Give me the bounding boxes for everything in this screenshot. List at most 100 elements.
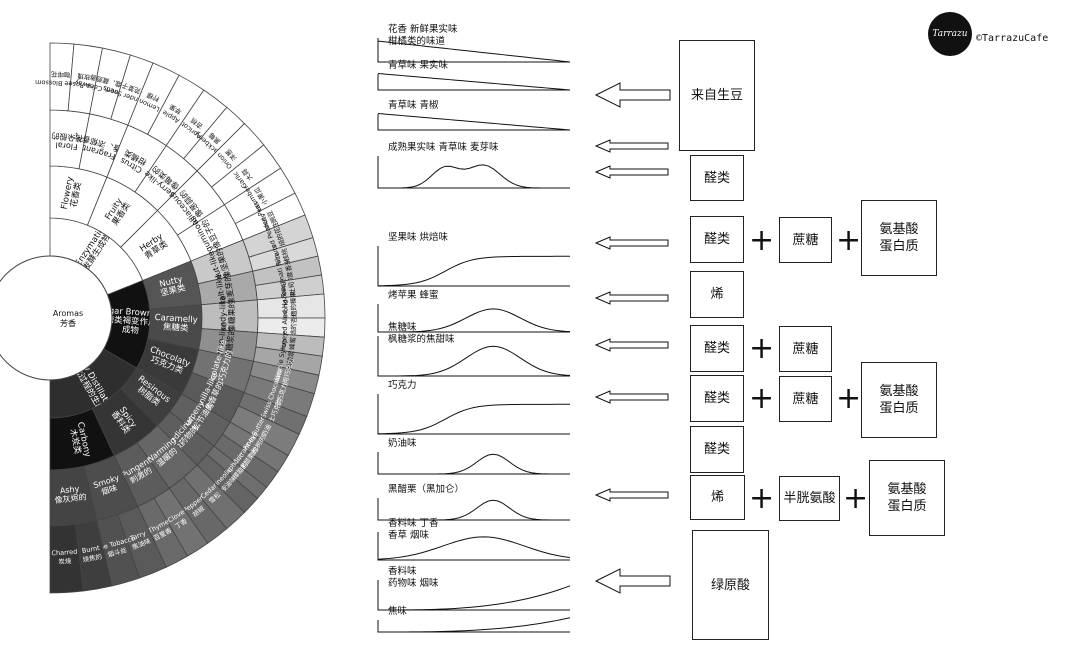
row-label: 青草味 果实味 <box>388 60 449 71</box>
aroma-curve <box>377 617 571 633</box>
amino-protein-box-3: 氨基酸 蛋白质 <box>869 460 945 536</box>
aroma-curve <box>378 499 571 521</box>
sucrose-label: 蔗糖 <box>792 232 819 248</box>
row-axis <box>377 336 570 377</box>
outer-ring-label: Ashy像灰烬的 <box>53 484 87 506</box>
plus-sign: + <box>843 481 869 516</box>
middle-ring-label: Caramelly焦糖类 <box>154 313 198 335</box>
amino-protein-box-1: 氨基酸 蛋白质 <box>861 200 937 276</box>
rim-ring-label: Burnt烧焦的 <box>81 544 104 564</box>
row-label: 巧克力 <box>388 380 417 391</box>
rim-ring-label: Coffee Blossom咖啡花 <box>35 69 86 88</box>
row-label: 香料味 丁香 香草 烟味 <box>388 518 439 541</box>
row-axis <box>377 498 570 521</box>
amino-protein-box-2: 氨基酸 蛋白质 <box>861 362 937 438</box>
arrow-left <box>594 568 671 594</box>
rim-ring-label: Roasted Hazelnut烘焙的榛果 <box>280 278 299 336</box>
rim-ring-label: Honey蜂蜜 <box>279 332 298 355</box>
row-axis <box>377 452 570 475</box>
aroma-curve <box>378 453 571 475</box>
plus-sign: + <box>836 223 862 258</box>
aldehyde-label: 醛类 <box>703 341 730 356</box>
arrow-left <box>594 139 669 153</box>
aroma-curve <box>377 40 571 63</box>
row-label: 烤苹果 蜂蜜 <box>388 290 439 301</box>
aroma-curve <box>377 308 571 333</box>
aroma-curve <box>377 403 571 435</box>
amino-protein-label: 氨基酸 蛋白质 <box>879 384 919 416</box>
arrow-left <box>594 338 669 352</box>
row-label: 焦味 <box>388 606 408 617</box>
chlorogenic-acid-box: 绿原酸 <box>692 530 769 640</box>
row-axis <box>377 246 570 287</box>
brand-handle: ©TarrazuCafe <box>976 33 1049 44</box>
rim-ring-segment <box>49 524 84 594</box>
alkene-box-2: 烯 <box>690 475 745 520</box>
alkene-label: 烯 <box>710 287 724 302</box>
arrow-left <box>594 82 671 108</box>
arrow-left <box>594 488 669 502</box>
row-label: 坚果味 烘焙味 <box>388 232 449 243</box>
row-label: 青草味 青椒 <box>388 100 439 111</box>
plus-sign: + <box>749 381 775 416</box>
plus-sign: + <box>749 481 775 516</box>
alkene-box-1: 烯 <box>690 271 744 318</box>
row-axis <box>377 38 570 63</box>
aldehyde-label: 醛类 <box>703 391 730 406</box>
aldehyde-box-4: 醛类 <box>690 375 744 422</box>
raw-bean-label: 来自生豆 <box>690 88 743 103</box>
rim-ring-label: Roasted Almond烘焙的杏仁 <box>280 300 299 354</box>
sucrose-label: 蔗糖 <box>792 341 819 357</box>
aroma-curve <box>377 164 571 189</box>
aroma-curve <box>377 113 571 131</box>
alkene-label: 烯 <box>710 490 724 505</box>
outer-ring-label: Malt-like像麦芽的 <box>214 272 237 308</box>
row-label: 奶油味 <box>388 438 417 449</box>
amino-protein-label: 氨基酸 蛋白质 <box>887 482 927 514</box>
aldehyde-box-2: 醛类 <box>690 216 744 263</box>
row-label: 黑醋栗（黑加仑） <box>388 484 465 495</box>
plus-sign: + <box>836 381 862 416</box>
row-axis <box>377 304 570 333</box>
plus-sign: + <box>749 223 775 258</box>
outer-ring-label: Candy-like像糖果的 <box>218 295 236 337</box>
sucrose-box-1: 蔗糖 <box>779 217 832 263</box>
aldehyde-label: 醛类 <box>703 170 730 186</box>
amino-protein-label: 氨基酸 蛋白质 <box>879 222 919 254</box>
aldehyde-box-3: 醛类 <box>690 325 744 372</box>
row-axis <box>377 394 570 435</box>
raw-bean-box: 来自生豆 <box>679 40 755 151</box>
rim-ring-label: Charred炭烧 <box>51 548 78 567</box>
row-axis <box>377 532 570 561</box>
aroma-curve <box>377 255 571 287</box>
inner-ring-label: Sugar Browning糖类褐变作用成物 <box>96 305 165 338</box>
aldehyde-label: 醛类 <box>703 442 730 457</box>
sucrose-label: 蔗糖 <box>792 391 819 407</box>
cysteine-label: 半胱氨酸 <box>783 491 836 506</box>
wheel-center <box>0 255 113 381</box>
row-label: 成熟果实味 青草味 麦芽味 <box>388 142 499 153</box>
aroma-curve <box>377 536 571 560</box>
tarrazu-logo: Tarrazu <box>928 12 972 56</box>
plus-sign: + <box>749 331 775 366</box>
aldehyde-box-5: 醛类 <box>690 426 744 473</box>
outer-ring-label: Floral花朵般的 <box>50 131 84 152</box>
chlorogenic-acid-label: 绿原酸 <box>710 577 750 593</box>
arrow-left <box>594 165 669 179</box>
middle-ring-label: Flowery花香类 <box>60 176 85 212</box>
row-label: 焦糖味 枫糖浆的焦甜味 <box>388 322 455 345</box>
outer-ring-label: Syrup-like像糖浆的 <box>214 322 237 364</box>
arrow-left <box>594 390 669 404</box>
row-label: 香料味 药物味 烟味 <box>388 566 439 589</box>
cysteine-box: 半胱氨酸 <box>779 476 840 521</box>
arrow-left <box>594 291 669 305</box>
aldehyde-label: 醛类 <box>703 232 730 247</box>
row-axis <box>377 156 570 189</box>
rim-ring-label: Toast吐司 <box>278 279 297 299</box>
aroma-curve <box>377 73 571 91</box>
sucrose-box-3: 蔗糖 <box>779 376 832 422</box>
row-axis <box>377 114 570 131</box>
